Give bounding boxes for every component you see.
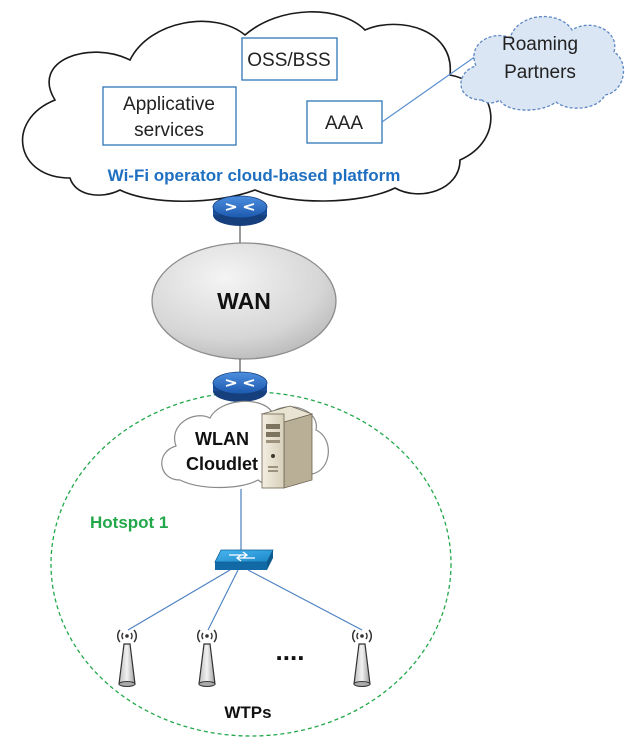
switch-icon (214, 549, 274, 570)
roaming-partners-cloud: Roaming Partners (460, 16, 625, 111)
oss-bss-box (241, 37, 338, 81)
server-icon (260, 405, 314, 489)
aaa-roaming-link (381, 55, 477, 123)
router-icon (212, 195, 268, 226)
wtps-label: WTPs (224, 703, 271, 722)
wtp-antenna-icon (196, 629, 218, 687)
roaming-label-line1: Roaming (502, 34, 578, 55)
applicative-services-box (102, 86, 237, 146)
cloudlet-label-line2: Cloudlet (186, 454, 258, 474)
wtp-antenna-icon (116, 629, 138, 687)
operator-cloud: OSS/BSS Applicative services AAA Wi-Fi o… (21, 11, 492, 203)
switch-wtp-link (207, 569, 239, 631)
hotspot-label: Hotspot 1 (90, 513, 168, 532)
operator-cloud-shape (21, 11, 492, 203)
switch-wtp-link (127, 569, 231, 631)
aaa-label: AAA (325, 113, 363, 134)
roaming-cloud-shape (460, 16, 625, 111)
applicative-services-label-line2: services (134, 120, 204, 141)
cloudlet-label-line1: WLAN (195, 429, 249, 449)
wtp-ellipsis: .... (276, 636, 305, 666)
wan-ellipse (151, 242, 337, 360)
router-icon (212, 371, 268, 402)
roaming-label-line2: Partners (504, 62, 576, 83)
wan-label: WAN (217, 288, 271, 314)
applicative-services-label-line1: Applicative (123, 94, 215, 115)
aaa-box (306, 100, 383, 144)
platform-label: Wi-Fi operator cloud-based platform (108, 166, 401, 185)
oss-bss-label: OSS/BSS (247, 50, 330, 71)
wtp-antenna-icon (351, 629, 373, 687)
wan-cloud: WAN (151, 242, 337, 360)
switch-wtp-link (247, 569, 363, 631)
